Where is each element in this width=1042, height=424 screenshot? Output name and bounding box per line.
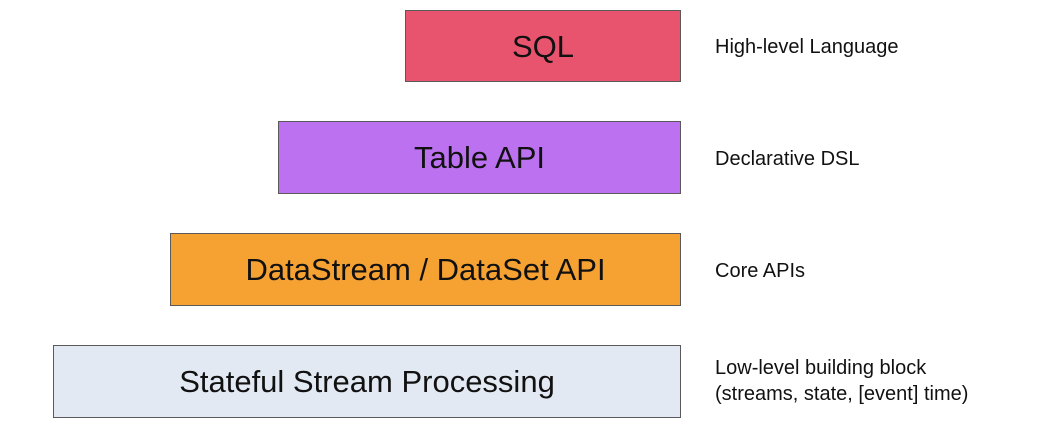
layer-description-sql: High-level Language <box>715 34 898 60</box>
layer-label-stateful-stream-processing: Stateful Stream Processing <box>179 364 555 399</box>
layer-description-datastream-api: Core APIs <box>715 258 805 284</box>
layer-box-datastream-api: DataStream / DataSet API <box>170 233 681 306</box>
layer-description-line: High-level Language <box>715 36 899 58</box>
layer-box-sql: SQL <box>405 10 681 82</box>
layer-description-line: (streams, state, [event] time) <box>715 383 969 405</box>
layer-label-sql: SQL <box>511 28 575 64</box>
layer-description-stateful-stream-processing: Low-level building block (streams, state… <box>715 355 968 407</box>
layer-box-stateful-stream-processing: Stateful Stream Processing <box>53 345 681 418</box>
layer-description-line: Declarative DSL <box>715 148 860 170</box>
layer-label-datastream-api: DataStream / DataSet API <box>245 252 606 287</box>
layer-box-table-api: Table API <box>278 121 681 194</box>
layer-description-line: Low-level building block <box>715 357 927 379</box>
layer-description-line: Core APIs <box>715 260 806 282</box>
layer-description-table-api: Declarative DSL <box>715 146 860 172</box>
layer-label-table-api: Table API <box>414 140 545 175</box>
